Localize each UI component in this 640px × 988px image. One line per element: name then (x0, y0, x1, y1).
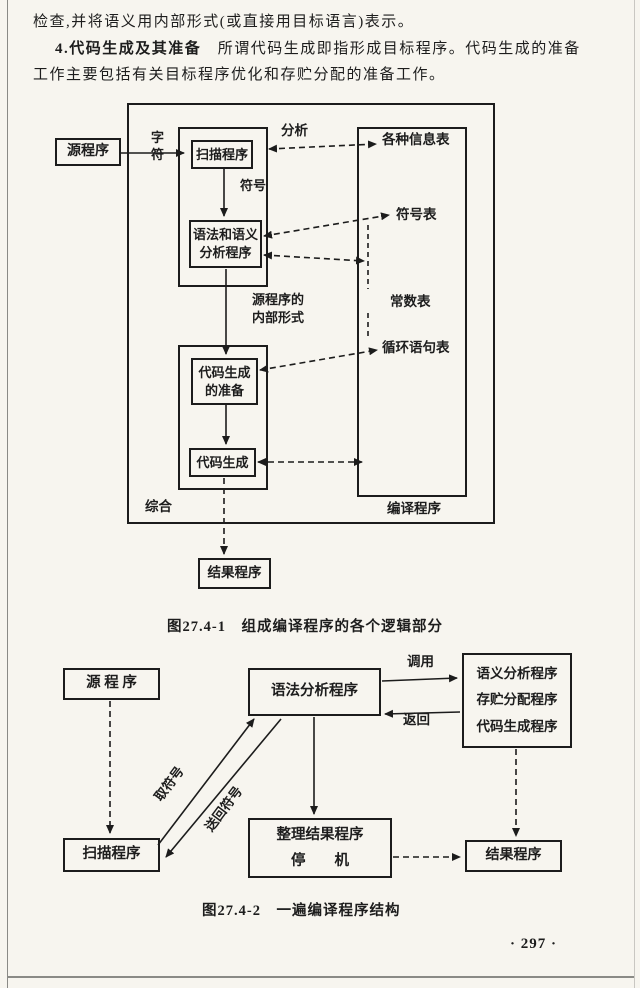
fig1-constant-table-label: 常数表 (390, 294, 431, 309)
fig2-call-label: 调用 (407, 654, 434, 669)
fig1-source-program-box: 源程序 (55, 138, 121, 166)
paragraph-2-text: 所谓代码生成即指形成目标程序。代码生成的准备 (201, 41, 581, 57)
fig2-send-back-symbol-label: 送回符号 (201, 783, 246, 835)
fig2-scanner-box: 扫描程序 (63, 838, 160, 872)
scan-edge-right (634, 0, 635, 988)
fig1-symbol-table-label: 符号表 (396, 207, 437, 222)
fig2-caption: 图27.4-2 一遍编译程序结构 (202, 903, 401, 919)
fig1-analysis-label: 分析 (281, 123, 308, 138)
scan-edge-bottom (7, 976, 634, 978)
scan-edge-left (7, 0, 8, 988)
fig1-tables-box (357, 127, 467, 497)
fig1-internal-form-label: 源程序的 内部形式 (252, 292, 305, 326)
fig1-compiler-outer-box (127, 103, 495, 524)
fig1-result-program-box: 结果程序 (198, 558, 271, 589)
paragraph-2-heading: 4.代码生成及其准备 (55, 41, 202, 57)
fig1-chars-label: 字 符 (151, 130, 165, 162)
fig1-symbol-label: 符号 (240, 178, 267, 193)
page-number: · 297 · (510, 936, 558, 952)
fig2-parser-box: 语法分析程序 (248, 668, 381, 716)
fig2-finish-box: 整理结果程序 停 机 (248, 818, 392, 878)
paragraph-1: 检查,并将语义用内部形式(或直接用目标语言)表示。 (33, 14, 415, 30)
fig1-codegen-prep-box: 代码生成 的准备 (191, 358, 258, 405)
fig2-source-program-box: 源 程 序 (63, 668, 160, 700)
fig1-synthesis-label: 综合 (145, 499, 172, 514)
fig1-analysis-enclosure-box (178, 127, 268, 287)
fig1-compiler-label: 编译程序 (387, 501, 441, 516)
fig1-loop-table-label: 循环语句表 (382, 340, 450, 355)
paragraph-3: 工作主要包括有关目标程序优化和存贮分配的准备工作。 (33, 67, 446, 83)
fig2-subprograms-box: 语义分析程序 存贮分配程序 代码生成程序 (462, 653, 572, 748)
fig1-caption: 图27.4-1 组成编译程序的各个逻辑部分 (167, 619, 443, 635)
fig1-info-table-label: 各种信息表 (382, 132, 450, 147)
paragraph-2: 4.代码生成及其准备 所谓代码生成即指形成目标程序。代码生成的准备 (55, 37, 581, 58)
fig1-syntax-semantic-box: 语法和语义 分析程序 (189, 220, 262, 268)
fig2-return-label: 返回 (403, 712, 430, 727)
fig2-result-program-box: 结果程序 (465, 840, 562, 872)
fig2-get-symbol-label: 取符号 (151, 763, 187, 804)
fig1-codegen-box: 代码生成 (189, 448, 256, 477)
fig1-synthesis-enclosure-box (178, 345, 268, 490)
fig1-scanner-box: 扫描程序 (191, 140, 253, 169)
